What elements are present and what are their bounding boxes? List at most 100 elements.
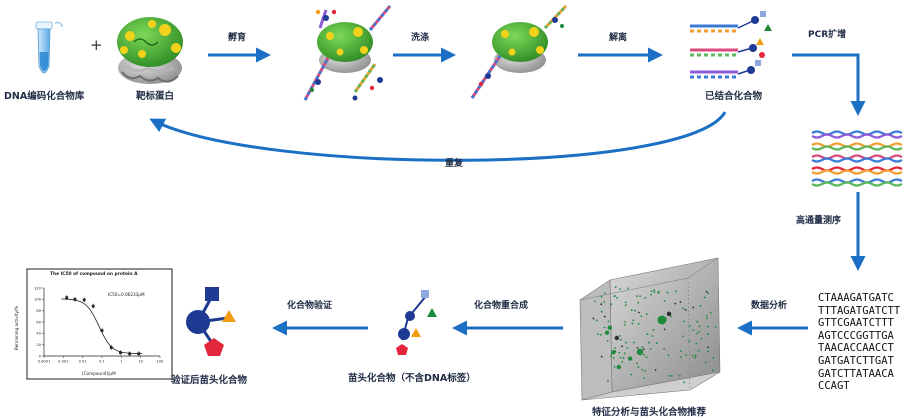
cube-point — [644, 369, 647, 372]
ic50-y-tick-label: 0 — [39, 354, 42, 358]
cube-point — [603, 301, 605, 303]
step-incubate-label: 孵育 — [228, 33, 247, 43]
target-protein-icon — [117, 17, 183, 84]
validated-compound-icon — [186, 287, 236, 356]
cube-point — [712, 357, 715, 359]
ic50-y-tick-label: 100 — [34, 298, 42, 302]
ic50-x-tick-label: 0.01 — [79, 360, 87, 364]
cube-point — [688, 340, 690, 343]
step-repeat-label: 重复 — [445, 159, 464, 169]
cube-point — [705, 290, 708, 293]
cube-point — [630, 309, 633, 312]
cube-point — [692, 329, 695, 331]
sequence-read: GTTCGAATCTTT — [818, 317, 894, 330]
cube-point — [674, 302, 677, 305]
cube-point — [705, 315, 708, 317]
cube-point — [700, 338, 703, 340]
bound-compounds-label: 已结合化合物 — [705, 91, 763, 102]
step-synthesis-label: 化合物重合成 — [474, 301, 529, 311]
cube-point — [683, 381, 685, 384]
cube-point — [654, 369, 657, 371]
cube-point — [667, 354, 670, 357]
cube-point — [603, 292, 606, 294]
cube-point — [619, 338, 622, 341]
cube-point — [610, 353, 613, 355]
ic50-y-tick-label: 120 — [34, 286, 42, 290]
cube-point — [693, 357, 696, 359]
sequence-read: CTAAAGATGATC — [818, 292, 894, 304]
cube-point — [607, 379, 609, 382]
ic50-annotation: IC50=0.06233μM — [108, 292, 145, 297]
cube-point — [639, 295, 641, 298]
triangle-building-block — [427, 308, 437, 317]
dna-strand — [690, 60, 761, 79]
cube-point — [688, 324, 691, 327]
ic50-x-tick-label: 1 — [120, 360, 122, 364]
cube-point — [641, 346, 644, 349]
ic50-y-tick-label: 60 — [36, 320, 41, 324]
cube-point — [653, 289, 655, 292]
cube-point — [694, 354, 697, 357]
cube-point — [697, 350, 700, 352]
cube-point — [600, 303, 603, 306]
cube-point — [610, 355, 612, 358]
sequence-read: AGTCCCGGTTGA — [818, 329, 894, 342]
amplified-dna-icon — [811, 130, 903, 187]
cube-point — [600, 295, 603, 298]
cube-point — [663, 300, 666, 302]
flow-arrows — [149, 47, 866, 336]
cube-point — [668, 374, 671, 377]
cube-point — [637, 323, 640, 325]
step-validation-label: 化合物验证 — [287, 301, 333, 311]
cube-scatter-points — [592, 286, 717, 384]
sequence-reads: CTAAAGATGATC TTTAGATGATCTT GTTCGAATCTTT … — [818, 292, 900, 393]
cube-point — [600, 355, 603, 358]
cube-point — [592, 317, 595, 320]
cube-point — [619, 288, 622, 290]
cube-point — [696, 320, 699, 323]
sequence-read: GATCTTATAACA — [818, 367, 894, 380]
cube-point — [652, 328, 655, 331]
ic50-data-point — [73, 297, 77, 301]
cube-point — [627, 287, 629, 290]
cube-point — [663, 328, 666, 331]
cube-point — [707, 350, 710, 353]
cube-point — [612, 356, 615, 359]
ic50-data-point — [109, 346, 113, 349]
cube-point — [645, 313, 648, 316]
cube-point — [656, 342, 658, 345]
cube-point — [650, 293, 652, 296]
cube-point — [682, 335, 684, 338]
sequence-read: GATGATCTTGAT — [818, 354, 894, 367]
cube-point — [657, 290, 660, 293]
ic50-title: The IC50 of compound on protein A — [50, 272, 138, 277]
target-protein-label: 靶标蛋白 — [136, 91, 175, 102]
dna-strand — [690, 11, 772, 33]
cube-point — [650, 290, 653, 293]
ic50-x-tick-label: 100 — [157, 360, 165, 364]
sequence-read: TAACACCAACCT — [818, 342, 894, 355]
ic50-x-axis-label: [Compound]/μM — [82, 371, 116, 376]
cube-point — [614, 335, 619, 341]
cube-point — [642, 348, 645, 351]
cube-point — [682, 320, 685, 323]
cube-point — [624, 301, 627, 304]
ic50-y-tick-label: 40 — [36, 332, 41, 336]
cube-point — [631, 322, 634, 325]
cube-point — [680, 350, 682, 352]
ic50-data-point — [91, 304, 95, 308]
cube-point — [634, 309, 636, 312]
ic50-y-axis-label: Remaining activity/% — [14, 305, 19, 350]
cube-point — [630, 373, 633, 376]
ic50-x-tick-label: 0.1 — [99, 360, 105, 364]
cube-point — [607, 325, 612, 330]
core-scaffold — [405, 311, 415, 321]
cube-highlight-point — [657, 315, 667, 325]
arrow-repeat — [149, 111, 727, 162]
ic50-x-tick-label: 0.0001 — [38, 360, 51, 364]
square-building-block — [421, 290, 429, 298]
dna-strand — [690, 38, 765, 58]
cube-point — [624, 321, 627, 323]
